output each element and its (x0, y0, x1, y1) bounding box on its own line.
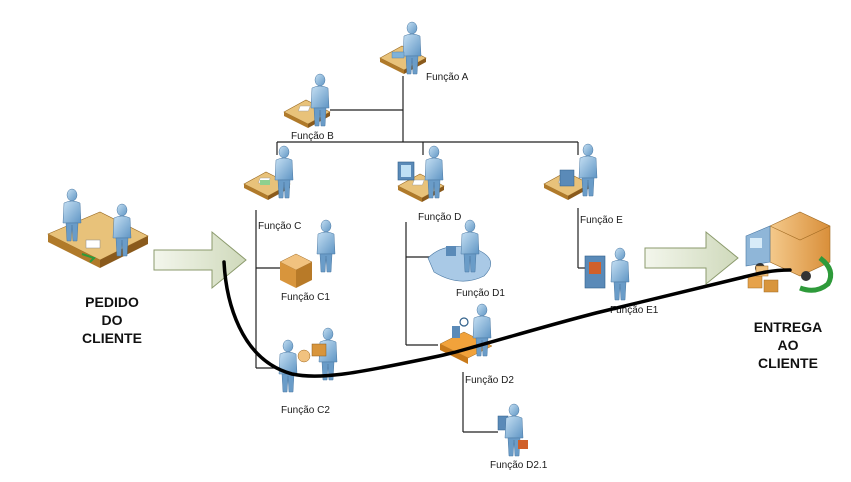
box-icon (747, 265, 779, 293)
start-label-line-1: PEDIDO (85, 294, 139, 310)
node-funcao-a: Função A (379, 21, 469, 83)
node-funcao-d21: Função D2.1 (490, 403, 548, 471)
start-label: PEDIDO DO CLIENTE (82, 294, 142, 346)
node-funcao-b: Função B (283, 73, 334, 142)
delivery-truck-icon (745, 211, 834, 293)
start-label-line-3: CLIENTE (82, 330, 142, 346)
flow-arrow-right (644, 230, 739, 286)
label-funcao-d: Função D (418, 212, 461, 223)
node-funcao-c2: Função C2 (278, 327, 338, 416)
label-funcao-a: Função A (426, 72, 469, 83)
node-funcao-d: Função D (397, 145, 461, 223)
green-return-arrow-icon (799, 256, 834, 293)
node-funcao-d1: Função D1 (427, 219, 505, 299)
label-funcao-d2: Função D2 (465, 375, 514, 386)
end-label: ENTREGA AO CLIENTE (754, 319, 822, 371)
process-flow-path (222, 260, 792, 378)
label-funcao-d1: Função D1 (456, 288, 505, 299)
label-funcao-d21: Função D2.1 (490, 460, 548, 471)
label-funcao-b: Função B (291, 131, 334, 142)
end-label-line-1: ENTREGA (754, 319, 822, 335)
label-funcao-c2: Função C2 (281, 405, 330, 416)
flow-arrow-left (153, 230, 247, 290)
node-funcao-c1: Função C1 (279, 219, 336, 303)
label-funcao-e1: Função E1 (610, 305, 659, 316)
end-label-line-3: CLIENTE (758, 355, 818, 371)
end-label-line-2: AO (778, 337, 799, 353)
hierarchy-lines (255, 76, 585, 433)
label-funcao-c: Função C (258, 221, 301, 232)
node-funcao-e1: Função E1 (584, 247, 659, 316)
box-icon (279, 253, 313, 288)
customer-order-illustration (47, 188, 149, 268)
label-funcao-c1: Função C1 (281, 292, 330, 303)
node-funcao-e: Função E (543, 143, 623, 226)
label-funcao-e: Função E (580, 215, 623, 226)
start-label-line-2: DO (102, 312, 123, 328)
node-funcao-c: Função C (243, 145, 301, 232)
